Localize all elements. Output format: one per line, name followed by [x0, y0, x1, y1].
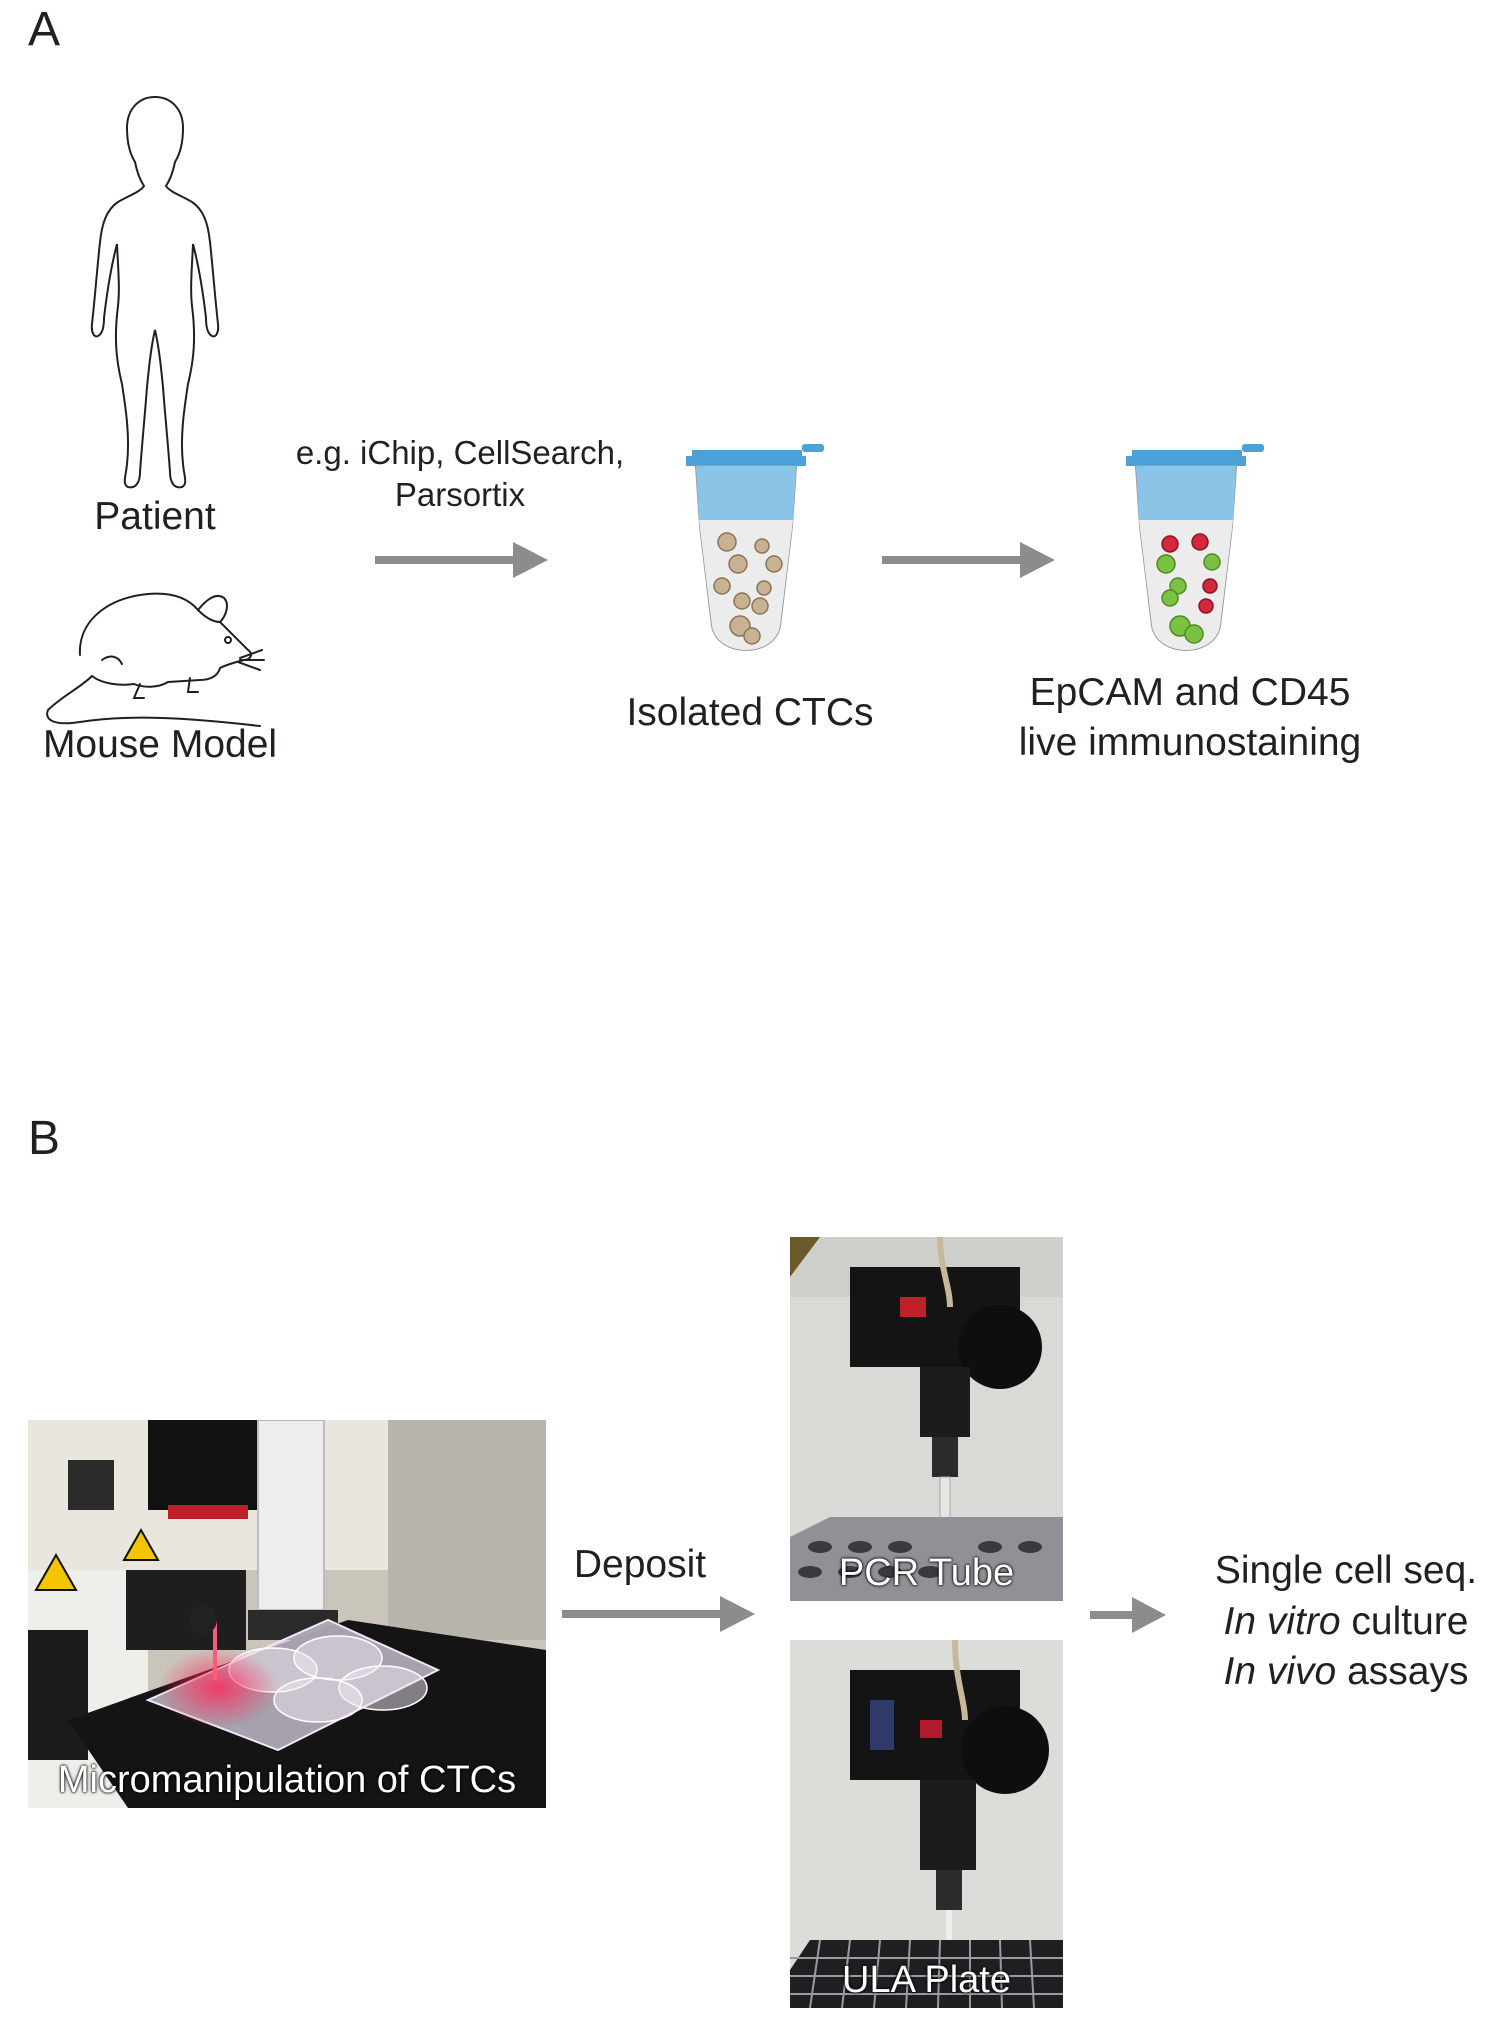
pcr-tube-illustration: [790, 1237, 1063, 1601]
immunostained-tube-icon: [1126, 444, 1264, 651]
micromanipulation-caption: Micromanipulation of CTCs: [57, 1759, 517, 1801]
isolation-methods-line2: Parsortix: [394, 476, 526, 514]
immunostaining-line2: live immunostaining: [1018, 720, 1362, 764]
pcr-tube-photo: PCR Tube: [790, 1237, 1063, 1601]
patient-label: Patient: [94, 495, 216, 538]
patient-silhouette-icon: [90, 95, 220, 489]
isolated-ctcs-label: Isolated CTCs: [626, 691, 874, 734]
micromanipulation-illustration: [28, 1420, 546, 1808]
isolated-ctc-tube-icon: [686, 444, 824, 651]
outcome-in-vitro-rest: culture: [1340, 1599, 1469, 1643]
isolation-methods-label: e.g. iChip, CellSearch, Parsortix: [265, 432, 655, 516]
mouse-model-icon: [46, 592, 265, 727]
outcome-in-vivo-italic: In vivo: [1223, 1650, 1337, 1694]
outcome-single-cell-seq: Single cell seq.: [1214, 1549, 1478, 1592]
outcome-in-vitro-italic: In vitro: [1223, 1599, 1341, 1643]
micromanipulation-photo: Micromanipulation of CTCs: [28, 1420, 546, 1808]
mouse-model-label: Mouse Model: [42, 723, 278, 766]
downstream-applications: Single cell seq. In vitro culture In viv…: [1196, 1546, 1496, 1698]
outcome-in-vivo-assays: In vivo assays: [1196, 1647, 1496, 1698]
ula-plate-caption: ULA Plate: [842, 1959, 1011, 2001]
isolation-arrow: [375, 542, 548, 578]
pcr-tube-caption: PCR Tube: [838, 1552, 1015, 1594]
immunostaining-line1: EpCAM and CD45: [1029, 671, 1351, 714]
panel-letter-b: B: [28, 1112, 61, 1165]
outcome-in-vitro-culture: In vitro culture: [1196, 1597, 1496, 1648]
deposit-arrow: [562, 1596, 755, 1632]
deposit-label: Deposit: [573, 1543, 707, 1586]
isolation-methods-line1: e.g. iChip, CellSearch,: [295, 434, 625, 471]
immunostaining-label: EpCAM and CD45 live immunostaining: [960, 668, 1420, 768]
staining-arrow: [882, 542, 1055, 578]
outcomes-arrow: [1090, 1597, 1166, 1633]
outcome-in-vivo-rest: assays: [1336, 1650, 1469, 1694]
ula-plate-photo: ULA Plate: [790, 1640, 1063, 2008]
ula-plate-illustration: [790, 1640, 1063, 2008]
panel-letter-a: A: [28, 3, 61, 56]
